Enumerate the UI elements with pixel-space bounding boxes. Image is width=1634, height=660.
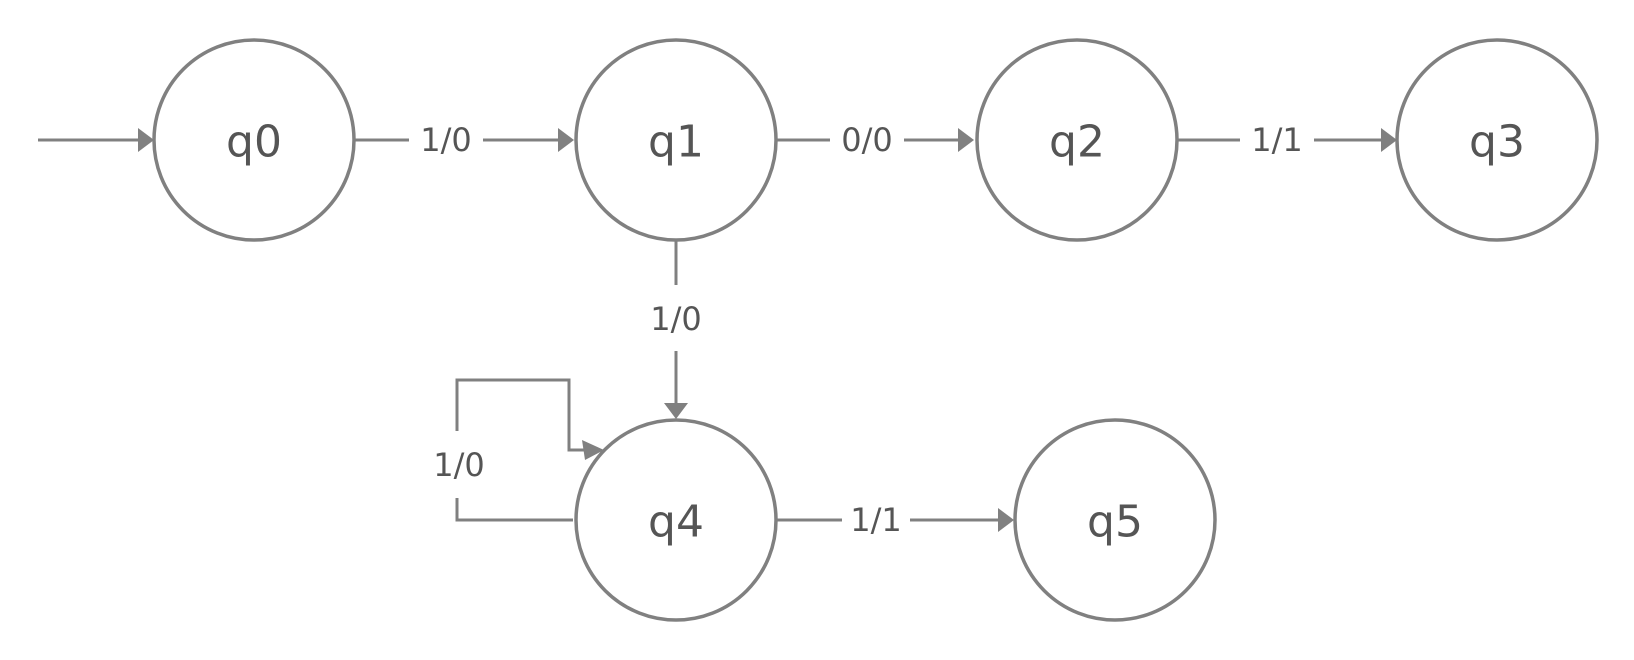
transition-label-q4-q5: 1/1: [850, 501, 902, 539]
state-q1: q1: [574, 38, 778, 242]
transition-q0-q1: 1/0: [355, 121, 574, 159]
state-q5: q5: [1013, 418, 1217, 622]
state-q0: q0: [152, 38, 356, 242]
state-q2: q2: [975, 38, 1179, 242]
transition-label-q4-self: 1/0: [433, 446, 485, 484]
transition-label-q0-q1: 1/0: [420, 121, 472, 159]
state-label-q1: q1: [648, 117, 704, 168]
state-q4: q4: [574, 418, 778, 622]
state-label-q0: q0: [226, 117, 282, 168]
transition-label-q1-q4: 1/0: [650, 300, 702, 338]
transition-q1-q2: 0/0: [777, 121, 974, 159]
transition-q4-self-loop: 1/0: [433, 378, 604, 522]
transition-label-q1-q2: 0/0: [841, 121, 893, 159]
state-label-q2: q2: [1049, 117, 1105, 168]
transition-label-q2-q3: 1/1: [1251, 121, 1303, 159]
state-label-q5: q5: [1087, 497, 1143, 548]
initial-transition-arrow: [38, 128, 154, 152]
transition-q2-q3: 1/1: [1178, 121, 1397, 159]
transition-q4-q5: 1/1: [777, 501, 1014, 539]
state-q3: q3: [1395, 38, 1599, 242]
state-label-q3: q3: [1469, 117, 1525, 168]
state-label-q4: q4: [648, 497, 704, 548]
transition-q1-q4: 1/0: [650, 240, 702, 419]
